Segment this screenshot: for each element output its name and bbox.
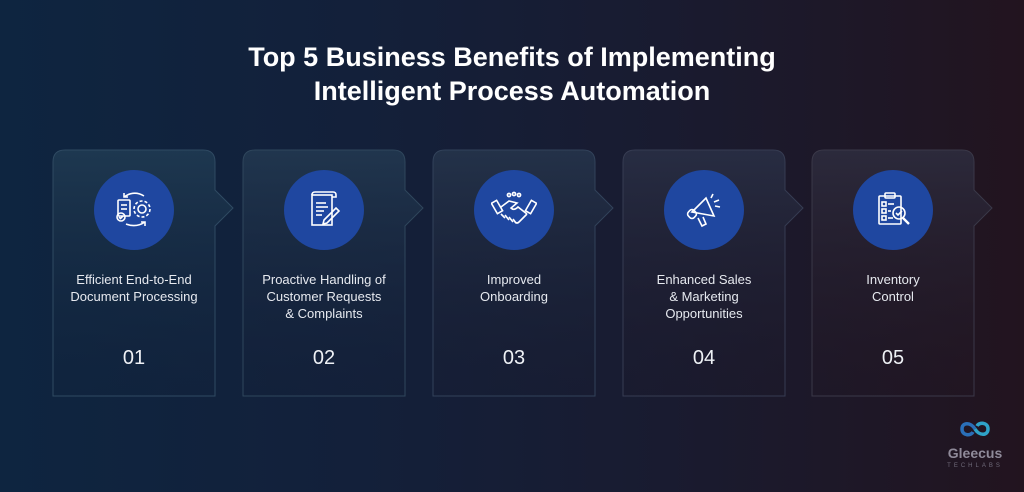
title-line-1: Top 5 Business Benefits of Implementing	[248, 42, 776, 72]
card-number: 05	[881, 347, 905, 369]
logo-subtitle: TECHLABS	[947, 463, 1003, 469]
page-title: Top 5 Business Benefits of Implementing …	[0, 40, 1024, 108]
infinity-logo-icon	[960, 421, 990, 437]
logo-name: Gleecus	[947, 445, 1003, 461]
handshake-icon	[491, 191, 537, 224]
clipboard-search-icon	[878, 192, 910, 225]
benefit-card-1: Efficient End-to-End Document Processing…	[52, 149, 234, 397]
icon-circle	[94, 170, 174, 250]
benefit-card-4: Enhanced Sales & Marketing Opportunities…	[622, 149, 804, 397]
card-number: 03	[502, 347, 526, 369]
benefit-card-3: Improved Onboarding 03	[432, 149, 614, 397]
title-line-2: Intelligent Process Automation	[313, 76, 711, 106]
card-label: Enhanced Sales & Marketing Opportunities	[656, 272, 752, 321]
card-number: 02	[312, 347, 336, 369]
card-number: 04	[692, 347, 716, 369]
document-pen-icon	[311, 191, 341, 226]
benefit-card-2: Proactive Handling of Customer Requests …	[242, 149, 424, 397]
card-label: Proactive Handling of Customer Requests …	[262, 272, 386, 321]
megaphone-icon	[686, 193, 721, 228]
card-number: 01	[122, 347, 146, 369]
card-label: Improved Onboarding	[480, 272, 548, 304]
company-logo: Gleecus TECHLABS	[940, 420, 1010, 469]
card-label: Efficient End-to-End Document Processing	[70, 272, 198, 304]
card-label: Inventory Control	[866, 272, 920, 304]
icon-circle	[853, 170, 933, 250]
benefit-card-5: Inventory Control 05	[811, 149, 993, 397]
icon-circle	[664, 170, 744, 250]
icon-circle	[284, 170, 364, 250]
document-gear-cycle-icon	[116, 192, 151, 227]
icon-circle	[474, 170, 554, 250]
